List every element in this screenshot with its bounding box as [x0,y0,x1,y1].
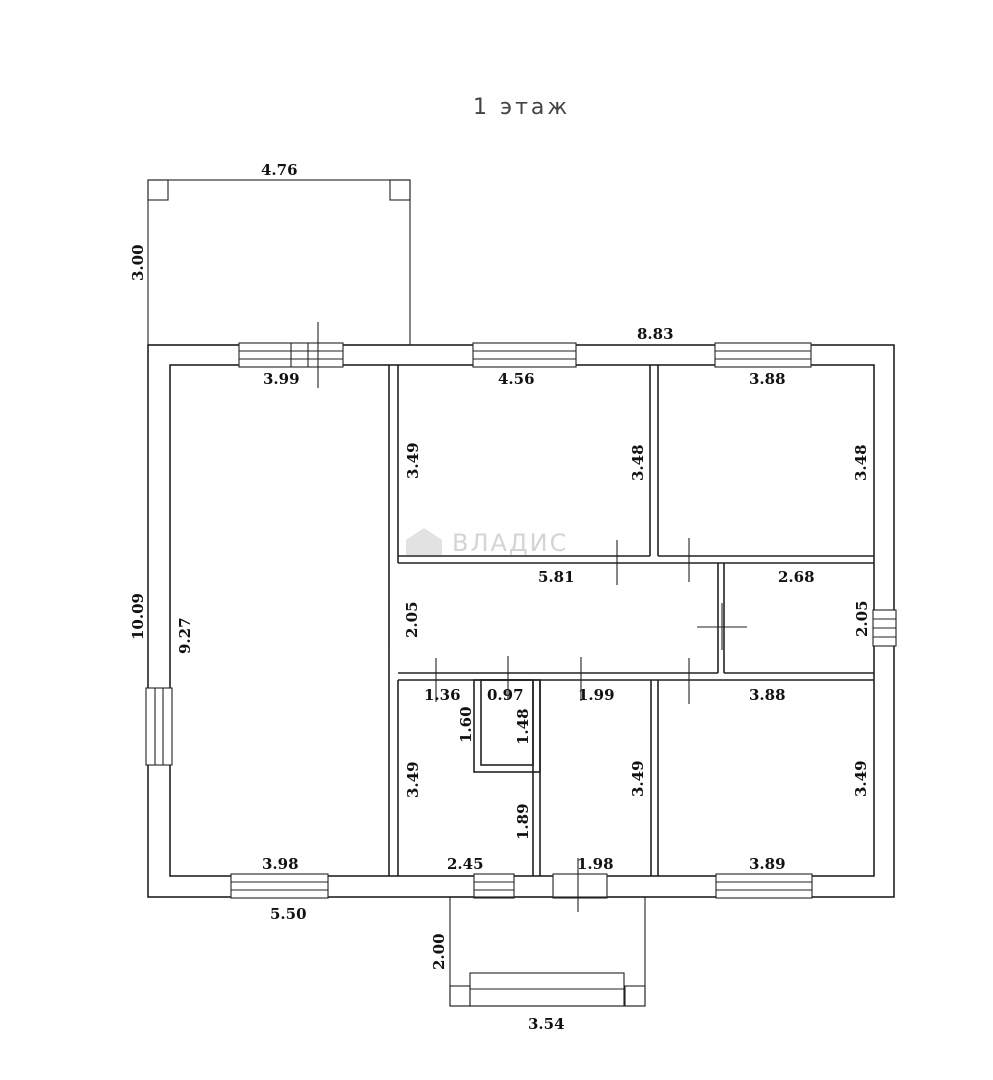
dim-bottom-left-outer: 5.50 [270,905,307,923]
watermark: ВЛАДИС [406,528,568,557]
dim-bottom-right-width: 3.88 [749,686,786,704]
window-left [145,687,173,766]
dim-bath-depth: 3.49 [404,761,422,798]
dim-overall-width: 8.83 [637,325,674,343]
interior-walls [388,365,874,876]
dim-closet-bottom-width: 1.98 [577,855,614,873]
dim-terrace-top-width: 4.76 [261,161,298,179]
dim-bath-lower-depth: 1.89 [514,803,532,840]
dim-top-right-depth: 3.48 [852,444,870,481]
window-bottom-right [715,873,813,899]
dim-wc-width: 0.97 [487,686,524,704]
window-top-right [714,342,812,368]
dim-hall-depth: 2.05 [403,601,421,638]
dim-porch-width: 3.54 [528,1015,565,1033]
window-bottom-bath [473,873,515,899]
dim-left-room-width-bottom: 3.98 [262,855,299,873]
door-entrance [552,873,608,899]
dim-terrace-top-depth: 3.00 [129,244,147,281]
dim-porch-depth: 2.00 [430,933,448,970]
dim-left-room-depth: 9.27 [176,617,194,654]
doors [307,322,747,912]
dim-closet-depth: 3.49 [629,760,647,797]
dim-top-middle-depth-left: 3.49 [404,442,422,479]
dim-right-mid-depth: 2.05 [853,600,871,637]
dim-right-mid-width: 2.68 [778,568,815,586]
dim-closet-width: 1.99 [578,686,615,704]
dim-top-middle-width: 4.56 [498,370,535,388]
window-top-middle [472,342,577,368]
dim-overall-depth: 10.09 [129,593,147,640]
windows [145,342,897,899]
dim-hall-width: 5.81 [538,568,575,586]
dim-wc-depth-a: 1.60 [457,706,475,743]
window-bottom-left [230,873,329,899]
dim-bath-bottom-width: 2.45 [447,855,484,873]
dim-top-middle-depth-right: 3.48 [629,444,647,481]
dim-left-room-width-top: 3.99 [263,370,300,388]
watermark-text: ВЛАДИС [452,529,568,557]
floor-title: 1 этаж [473,95,570,120]
top-terrace [147,179,411,346]
dim-top-right-width: 3.88 [749,370,786,388]
dim-wc-depth-b: 1.48 [514,708,532,745]
dim-bottom-right-depth: 3.49 [852,760,870,797]
dimension-labels: 4.76 3.00 8.83 10.09 3.99 9.27 3.98 5.50… [129,161,871,1033]
dim-bath-width-a: 1.36 [424,686,461,704]
porch [449,896,646,1007]
dim-bottom-right-bottom-width: 3.89 [749,855,786,873]
